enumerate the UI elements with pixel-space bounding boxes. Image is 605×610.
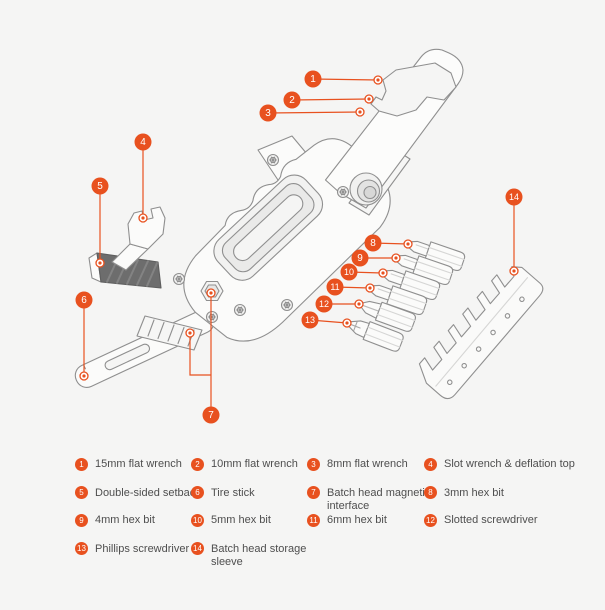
callout-bubble bbox=[326, 278, 344, 296]
callout-target-dot bbox=[376, 78, 380, 82]
callout-13: 13 bbox=[301, 311, 352, 329]
callout-number: 10 bbox=[344, 267, 354, 277]
callout-target-dot bbox=[406, 242, 410, 246]
callout-12: 12 bbox=[315, 295, 364, 313]
callout-number: 13 bbox=[305, 315, 315, 325]
callout-9: 9 bbox=[351, 249, 401, 267]
callout-bubble bbox=[283, 91, 301, 109]
storage-sleeve-illustration bbox=[418, 266, 544, 400]
callout-number: 2 bbox=[289, 95, 295, 106]
callout-branch-line bbox=[189, 333, 211, 376]
callout-bubble bbox=[202, 406, 220, 424]
callout-11: 11 bbox=[326, 278, 375, 296]
callout-14: 14 bbox=[505, 188, 523, 276]
callout-4: 4 bbox=[134, 133, 152, 223]
callout-3: 3 bbox=[259, 104, 365, 122]
callout-bubble bbox=[259, 104, 277, 122]
bit-slotted bbox=[359, 300, 416, 332]
torx-screw bbox=[280, 298, 294, 312]
callout-6: 6 bbox=[75, 291, 93, 381]
callout-target-dot bbox=[209, 291, 213, 295]
callout-number: 8 bbox=[370, 238, 376, 249]
callout-number: 3 bbox=[265, 108, 271, 119]
callout-2: 2 bbox=[283, 91, 374, 109]
bit-phillips bbox=[347, 320, 404, 352]
callout-target-dot bbox=[512, 269, 516, 273]
hex-bits-illustration bbox=[347, 240, 466, 352]
callout-number: 6 bbox=[81, 295, 87, 306]
callout-number: 1 bbox=[310, 74, 316, 85]
callout-bubble bbox=[351, 249, 369, 267]
callout-target-dot bbox=[141, 216, 145, 220]
callout-bubble bbox=[340, 263, 358, 281]
callout-10: 10 bbox=[340, 263, 388, 281]
torx-screw bbox=[266, 153, 280, 167]
bit-5mm-hex bbox=[384, 269, 441, 301]
callout-line bbox=[312, 78, 379, 81]
callout-number: 11 bbox=[330, 282, 339, 292]
callout-number: 14 bbox=[509, 192, 519, 202]
callout-target-dot bbox=[358, 110, 362, 114]
callout-bubble bbox=[301, 311, 319, 329]
callout-target-dot bbox=[82, 374, 86, 378]
bit-4mm-hex bbox=[397, 254, 454, 286]
callout-bubble bbox=[91, 177, 109, 195]
callout-number: 9 bbox=[357, 253, 363, 264]
callout-number: 5 bbox=[97, 181, 103, 192]
callout-8: 8 bbox=[364, 234, 413, 252]
callout-target-dot bbox=[188, 331, 192, 335]
callout-target-dot bbox=[367, 97, 371, 101]
callout-number: 4 bbox=[140, 137, 146, 148]
hinge bbox=[349, 172, 383, 206]
slot-wrench-head bbox=[127, 206, 166, 250]
bit-6mm-hex bbox=[371, 284, 428, 316]
wrench-cutout bbox=[370, 62, 457, 117]
torx-screw bbox=[336, 185, 350, 199]
callout-line bbox=[267, 111, 361, 114]
callout-bubble bbox=[505, 188, 523, 206]
magnetic-interface-deck bbox=[136, 315, 203, 351]
torx-screw bbox=[233, 303, 247, 317]
torx-screw bbox=[205, 310, 219, 324]
callout-bubble bbox=[75, 291, 93, 309]
callout-target-dot bbox=[345, 321, 349, 325]
callout-target-dot bbox=[98, 261, 102, 265]
callout-bubble bbox=[315, 295, 333, 313]
callout-target-dot bbox=[394, 256, 398, 260]
wrench-arm bbox=[324, 48, 464, 209]
callout-line bbox=[291, 98, 370, 101]
callout-1: 1 bbox=[304, 70, 383, 88]
callout-target-dot bbox=[381, 271, 385, 275]
callout-bubble bbox=[304, 70, 322, 88]
callout-bubble bbox=[364, 234, 382, 252]
callout-number: 12 bbox=[319, 299, 329, 309]
callout-number: 7 bbox=[208, 410, 214, 421]
callout-target-dot bbox=[368, 286, 372, 290]
callout-bubble bbox=[134, 133, 152, 151]
callout-5: 5 bbox=[91, 177, 109, 268]
torx-screw bbox=[172, 272, 186, 286]
multitool-illustration bbox=[74, 48, 464, 388]
callout-7: 7 bbox=[185, 288, 220, 424]
body-recess-slot bbox=[233, 194, 304, 262]
callout-target-dot bbox=[357, 302, 361, 306]
